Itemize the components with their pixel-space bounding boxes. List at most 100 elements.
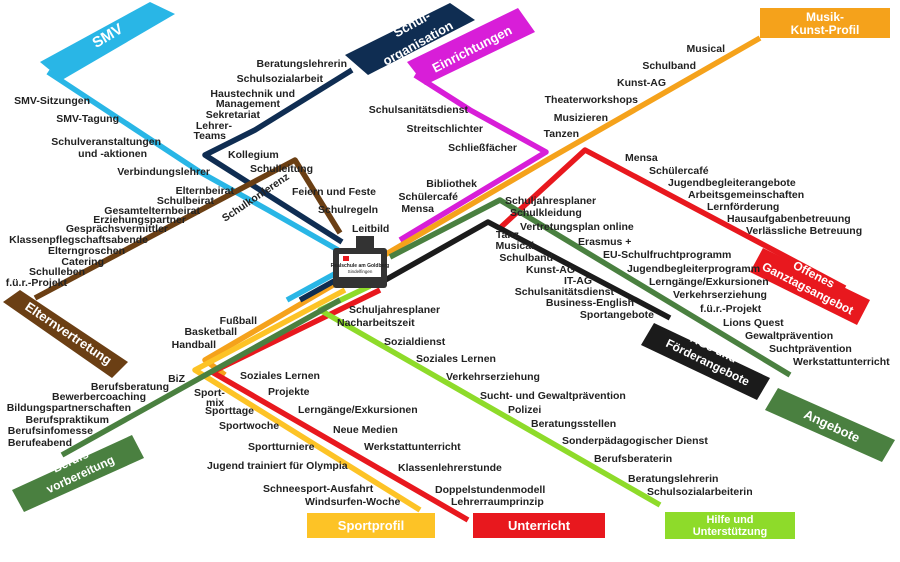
station-label[interactable]: Erasmus + [578, 236, 631, 248]
station-label[interactable]: Lions Quest [723, 317, 784, 329]
station-label[interactable]: Musical [495, 240, 534, 252]
station-label[interactable]: Schließfächer [448, 142, 517, 154]
station-label[interactable]: Schneesport-Ausfahrt [263, 483, 374, 495]
station-label[interactable]: Jugendbegleiterangebote [668, 177, 796, 189]
station-label[interactable]: Sport- [194, 387, 225, 399]
station-label[interactable]: IT-AG [564, 275, 592, 287]
station-label[interactable]: Teams [194, 130, 227, 142]
station-label[interactable]: Schuljahresplaner [505, 195, 596, 207]
station-label[interactable]: Sportwoche [219, 420, 279, 432]
hilfe-title-banner[interactable]: Hilfe und Unterstützung [665, 512, 795, 539]
station-label[interactable]: Mensa [625, 152, 658, 164]
station-label[interactable]: Klassenlehrerstunde [398, 462, 502, 474]
station-label[interactable]: Windsurfen-Woche [305, 496, 401, 508]
station-label[interactable]: Neue Medien [333, 424, 398, 436]
station-label[interactable]: Musical [686, 43, 725, 55]
station-label[interactable]: Theaterworkshops [545, 94, 639, 106]
station-label[interactable]: Schulleben [29, 266, 85, 278]
station-label[interactable]: Lehrer- [196, 120, 233, 132]
station-label[interactable]: Leitbild [352, 223, 389, 235]
station-label[interactable]: Musizieren [554, 112, 608, 124]
station-label[interactable]: f.ü.r.-Projekt [700, 303, 762, 315]
station-label[interactable]: Gewaltprävention [745, 330, 833, 342]
station-label[interactable]: Sekretariat [206, 109, 261, 121]
station-label[interactable]: Verlässliche Betreuung [746, 225, 862, 237]
station-label[interactable]: Schulbeirat [157, 195, 215, 207]
station-label[interactable]: Vertretungsplan online [520, 221, 634, 233]
station-label[interactable]: Catering [61, 256, 104, 268]
station-label[interactable]: Projekte [268, 386, 310, 398]
station-label[interactable]: Tanz [496, 229, 519, 241]
station-label[interactable]: Gesprächsvermittler [66, 223, 168, 235]
station-label[interactable]: Kunst-AG [617, 77, 666, 89]
station-label[interactable]: Schuljahresplaner [349, 304, 440, 316]
station-label[interactable]: Schulsozialarbeiterin [647, 486, 753, 498]
station-label[interactable]: Sporttage [205, 405, 254, 417]
angebote-title-banner[interactable]: Angebote [765, 388, 895, 462]
station-label[interactable]: Schülercafé [649, 165, 709, 177]
station-label[interactable]: Elterngroschen [48, 245, 125, 257]
station-label[interactable]: Beratungslehrerin [257, 58, 347, 70]
station-label[interactable]: Kollegium [228, 149, 279, 161]
station-label[interactable]: EU-Schulfruchtprogramm [603, 249, 731, 261]
station-label[interactable]: Business-English [546, 297, 634, 309]
station-label[interactable]: Nacharbeitszeit [337, 317, 415, 329]
station-label[interactable]: Basketball [184, 326, 237, 338]
station-label[interactable]: Berufsinfomesse [8, 425, 93, 437]
station-label[interactable]: Bewerbercoaching [52, 391, 146, 403]
station-label[interactable]: Beratungsstellen [531, 418, 616, 430]
station-label[interactable]: Jugendbegleiterprogramm [627, 263, 760, 275]
station-label[interactable]: Berufspraktikum [26, 414, 109, 426]
station-label[interactable]: Berufsberaterin [594, 453, 672, 465]
station-label[interactable]: Tanzen [544, 128, 579, 140]
station-label[interactable]: Sportangebote [580, 309, 654, 321]
station-label[interactable]: Schulregeln [318, 204, 378, 216]
station-label[interactable]: Schulband [499, 252, 553, 264]
station-label[interactable]: Klassenpflegschaftsabende [9, 234, 148, 246]
station-label[interactable]: Schulsanitätsdienst [369, 104, 469, 116]
station-label[interactable]: Soziales Lernen [416, 353, 496, 365]
station-label[interactable]: Schulsanitätsdienst [515, 286, 615, 298]
station-label[interactable]: Lehrerraumprinzip [451, 496, 544, 508]
station-label[interactable]: Lernförderung [707, 201, 779, 213]
station-label[interactable]: Verbindungslehrer [117, 166, 210, 178]
station-label[interactable]: Schulband [642, 60, 696, 72]
station-label[interactable]: Haustechnik und [210, 88, 295, 100]
station-label[interactable]: Lerngänge/Exkursionen [649, 276, 769, 288]
station-label[interactable]: Gesamtelternbeirat [104, 205, 200, 217]
station-label[interactable]: Bibliothek [426, 178, 477, 190]
eltern-title-banner[interactable]: Elternvertretung [3, 290, 128, 378]
station-label[interactable]: Mensa [401, 203, 434, 215]
station-label[interactable]: Management [216, 98, 281, 110]
station-label[interactable]: Berufsberatung [91, 381, 169, 393]
station-label[interactable]: Schulsozialarbeit [237, 73, 324, 85]
station-label[interactable]: SMV-Tagung [56, 113, 119, 125]
station-label[interactable]: Streitschlichter [407, 123, 483, 135]
musik-title-banner[interactable]: Musik- Kunst-Profil [760, 8, 890, 38]
station-label[interactable]: Fußball [220, 315, 257, 327]
station-label[interactable]: Doppelstundenmodell [435, 484, 545, 496]
station-label[interactable]: und -aktionen [78, 148, 147, 160]
station-label[interactable]: Sozialdienst [384, 336, 446, 348]
station-label[interactable]: BiZ [168, 373, 186, 385]
station-label[interactable]: f.ü.r.-Projekt [6, 277, 68, 289]
station-label[interactable]: Sportturniere [248, 441, 315, 453]
station-label[interactable]: Verkehrserziehung [673, 289, 767, 301]
station-label[interactable]: Kunst-AG [526, 264, 575, 276]
station-label[interactable]: Schulleitung [250, 163, 313, 175]
station-label[interactable]: Berufeabend [8, 437, 72, 449]
station-label[interactable]: Hausaufgabenbetreuung [727, 213, 851, 225]
station-label[interactable]: Polizei [508, 404, 541, 416]
station-label[interactable]: Feiern und Feste [292, 186, 376, 198]
station-label[interactable]: Schulkleidung [510, 207, 582, 219]
station-label[interactable]: Beratungslehrerin [628, 473, 718, 485]
station-label[interactable]: mix [206, 397, 224, 409]
station-label[interactable]: Sonderpädagogischer Dienst [562, 435, 708, 447]
station-label[interactable]: Elternbeirat [176, 185, 235, 197]
station-label[interactable]: Verkehrserziehung [446, 371, 540, 383]
station-label[interactable]: Handball [172, 339, 216, 351]
station-label[interactable]: Soziales Lernen [240, 370, 320, 382]
station-label[interactable]: Werkstattunterricht [364, 441, 461, 453]
station-label[interactable]: Jugend trainiert für Olympia [207, 460, 348, 472]
sport-title-banner[interactable]: Sportprofil [307, 513, 435, 538]
